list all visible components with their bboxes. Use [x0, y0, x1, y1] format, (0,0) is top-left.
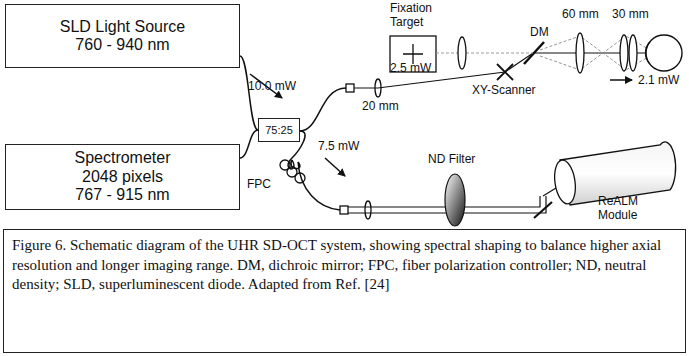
figure-caption: Figure 6. Schematic diagram of the UHR S…: [4, 230, 685, 301]
part-label: DM: [530, 26, 549, 40]
collimator-lens: [365, 201, 371, 219]
eye: [646, 35, 682, 71]
coupler-box: 75:25: [258, 118, 300, 142]
spectrometer-box: Spectrometer2048 pixels767 - 915 nm: [5, 144, 240, 210]
source-box: SLD Light Source760 - 940 nm: [5, 4, 240, 68]
part-label: 2.5 mW: [390, 62, 431, 76]
part-label: 2.1 mW: [638, 74, 679, 88]
part-label: 60 mm: [562, 8, 599, 22]
node-title: SLD Light Source: [60, 18, 185, 36]
fixation-cross: [403, 44, 423, 64]
part-label: 30 mm: [612, 8, 649, 22]
polarization-controller: [280, 160, 305, 183]
part-label: XY-Scanner: [472, 84, 536, 98]
fixation-lens: [458, 37, 466, 69]
node-title: Spectrometer: [74, 149, 170, 167]
node-title: 75:25: [265, 124, 293, 137]
lens-30mm: [620, 35, 628, 71]
reference-beam-up: [543, 188, 556, 196]
part-label: Fixation Target: [390, 2, 450, 30]
fold-mirror: [534, 202, 552, 218]
xy-scanner: [497, 64, 513, 80]
part-label: 20 mm: [362, 100, 399, 114]
lens-30mm: [629, 35, 637, 71]
cornea: [646, 42, 651, 64]
fiber-connector: [346, 84, 354, 92]
part-label: ND Filter: [428, 153, 475, 167]
sample-fiber: [300, 88, 346, 131]
fiber-connector: [340, 206, 348, 214]
caption-box: Figure 6. Schematic diagram of the UHR S…: [3, 229, 686, 353]
fixation-beam: [436, 53, 533, 54]
part-label: 7.5 mW: [318, 140, 359, 154]
realm-module-face: [552, 159, 578, 205]
power-arrow: [325, 158, 345, 176]
lens-60mm: [576, 33, 584, 73]
node-detail: 760 - 940 nm: [75, 36, 169, 54]
power-arrow: [610, 79, 632, 81]
part-label: FPC: [247, 178, 271, 192]
node-detail: 2048 pixels: [82, 168, 163, 186]
part-label: 10.0 mW: [248, 80, 296, 94]
optical-fiber: [240, 130, 258, 158]
part-label: ReALM Module: [598, 195, 658, 223]
scan-cone: [540, 36, 655, 70]
nd-filter: [445, 174, 465, 226]
node-detail: 767 - 915 nm: [75, 186, 169, 204]
